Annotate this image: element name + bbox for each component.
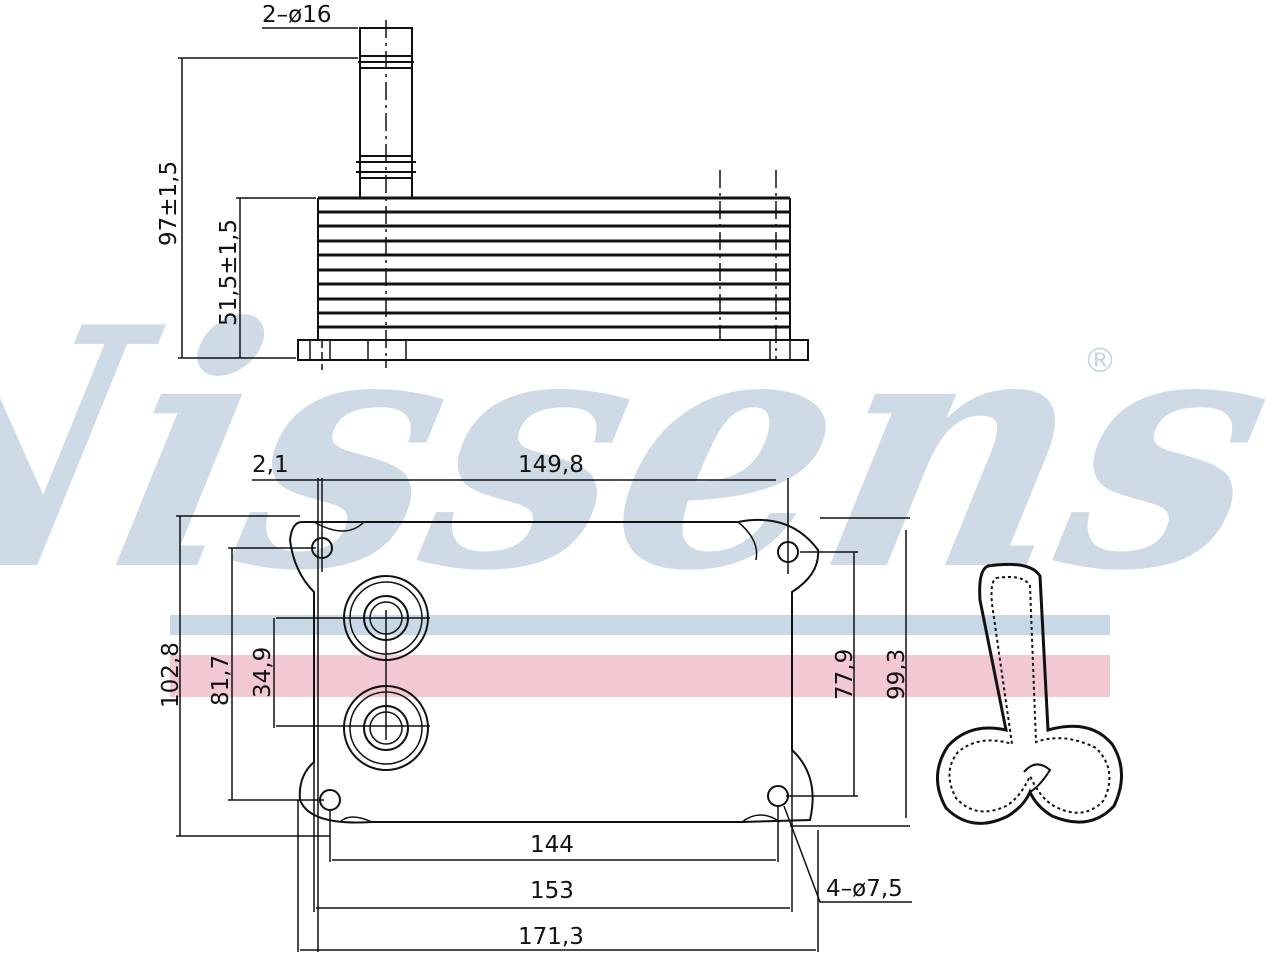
left-hole-height-label: 81,7: [208, 655, 234, 706]
base-plate-lugs: [309, 340, 791, 360]
pipe-diameter-label: 2–ø16: [262, 2, 331, 28]
top-view: 2,1 149,8 102,8 81,7 34,9 77,9 99,3 144 …: [158, 452, 912, 952]
left-hole-height-dimension: [228, 547, 324, 801]
cooler-plate-stack: [317, 196, 791, 340]
mounting-hole-bottom-right: [767, 785, 789, 807]
right-hole-height-label: 77,9: [832, 649, 858, 700]
top-view-centerlines: [276, 478, 789, 952]
port-spacing-label: 34,9: [250, 647, 276, 698]
offset-label: 2,1: [252, 452, 289, 478]
overall-width-dimension: [297, 800, 819, 952]
top-hole-spacing-label: 149,8: [518, 452, 584, 478]
right-height-dimension: [790, 517, 910, 827]
overall-width-label: 171,3: [518, 924, 584, 950]
overall-height-label: 102,8: [158, 642, 184, 708]
side-view: 2–ø16 97±1,5 51,5±1,5: [156, 2, 809, 370]
gasket-inner: [948, 576, 1111, 814]
gasket: [936, 562, 1124, 825]
cooler-outline: [288, 518, 820, 824]
total-height-dimension: [178, 57, 358, 359]
base-plate: [297, 339, 809, 361]
body-height-dimension: [236, 197, 316, 358]
hole-diameter-label: 4–ø7,5: [826, 876, 903, 902]
brand-watermark: Nissens ®: [0, 255, 1280, 697]
cooler-inner-outline: [313, 521, 781, 823]
gasket-center-web: [1023, 763, 1052, 793]
total-height-label: 97±1,5: [156, 161, 182, 246]
watermark-brand-logo: Nissens: [0, 255, 1280, 643]
overall-height-dimension: [176, 515, 330, 837]
right-hole-height-dimension: [786, 551, 858, 797]
right-height-label: 99,3: [884, 649, 910, 700]
body-height-label: 51,5±1,5: [216, 219, 242, 326]
bottom-hole-spacing-label: 144: [530, 832, 574, 858]
watermark-registered-mark: ®: [1083, 341, 1117, 381]
watermark-stripe-red: [170, 655, 1110, 697]
hole-leader: [783, 805, 912, 903]
body-width-label: 153: [530, 878, 574, 904]
body-width-dimension: [313, 600, 793, 912]
bottom-hole-spacing-dimension: [329, 806, 779, 862]
